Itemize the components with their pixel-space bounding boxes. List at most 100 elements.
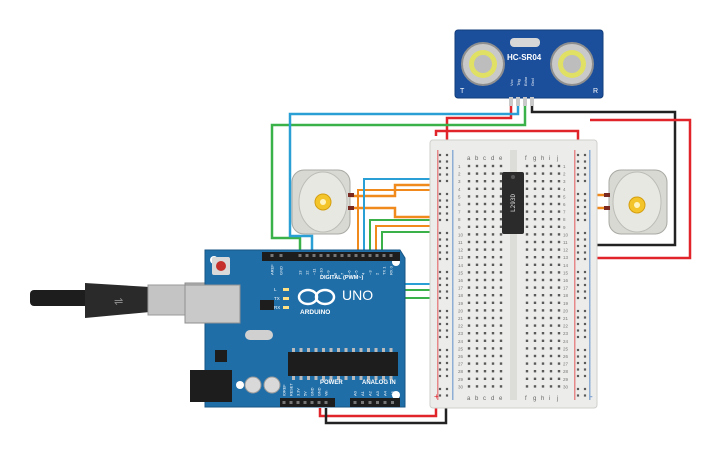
row-number-4: 4 xyxy=(563,187,566,192)
bottom-col-d: d xyxy=(491,396,494,402)
digital-pin-label-3: ~10 xyxy=(319,267,324,275)
row-number-30: 30 xyxy=(563,384,569,389)
row-number-28: 28 xyxy=(563,369,569,374)
digital-pin-label-2: ~11 xyxy=(312,268,317,275)
analog-pin-label-4: A4 xyxy=(383,390,388,396)
digital-pin-12[interactable] xyxy=(382,254,386,257)
tx-label: TX xyxy=(274,296,280,301)
sensor-crystal xyxy=(510,38,540,47)
digital-pin-9[interactable] xyxy=(361,254,365,257)
row-number-19: 19 xyxy=(563,301,569,306)
row-number-10: 10 xyxy=(458,232,464,237)
top-col-d: d xyxy=(491,156,494,162)
wire-sensor-vcc[interactable] xyxy=(445,105,513,140)
wire-power-gnd[interactable] xyxy=(324,395,448,425)
breadboard-row-numbers-left: 1234567891011121314151617181920212223242… xyxy=(458,164,464,389)
power-pin-1[interactable] xyxy=(289,401,293,404)
row-number-19: 19 xyxy=(458,301,464,306)
aref-pin[interactable] xyxy=(270,254,274,257)
analog-pin-2[interactable] xyxy=(368,401,372,404)
analog-pin-4[interactable] xyxy=(383,401,387,404)
digital-pin-10[interactable] xyxy=(368,254,372,257)
top-col-e: e xyxy=(499,156,503,162)
aref-label: AREF xyxy=(270,264,275,275)
digital-pin-11[interactable] xyxy=(375,254,379,257)
digital-pin-5[interactable] xyxy=(333,254,337,257)
power-pin-6[interactable] xyxy=(324,401,328,404)
analog-pin-3[interactable] xyxy=(376,401,379,404)
analog-pin-label-3: A3 xyxy=(375,390,380,396)
digital-pin-label-6: 7 xyxy=(340,272,345,275)
row-number-2: 2 xyxy=(563,172,566,177)
row-number-18: 18 xyxy=(458,293,464,298)
row-number-22: 22 xyxy=(563,324,569,329)
row-number-16: 16 xyxy=(458,278,464,283)
driver-chip[interactable]: L293D xyxy=(502,172,524,234)
wire-red-right[interactable] xyxy=(590,118,692,260)
rail-plus-top: + xyxy=(434,392,439,401)
analog-pin-1[interactable] xyxy=(361,401,364,404)
digital-pin-6[interactable] xyxy=(340,254,344,257)
digital-pin-2[interactable] xyxy=(312,254,316,257)
row-number-18: 18 xyxy=(563,293,569,298)
digital-pin-0[interactable] xyxy=(298,254,302,257)
arduino-uno[interactable]: ARDUINO UNO DIGITAL (PWM~) POWER ANALOG … xyxy=(184,249,406,408)
power-pin-label-4: GND xyxy=(311,387,315,396)
row-number-13: 13 xyxy=(458,255,464,260)
row-number-27: 27 xyxy=(458,362,464,367)
power-jack[interactable] xyxy=(190,370,232,402)
digital-pin-3[interactable] xyxy=(319,254,323,257)
row-number-14: 14 xyxy=(563,263,569,268)
gnd-pin[interactable] xyxy=(279,254,283,257)
motor-right[interactable] xyxy=(604,169,668,235)
sensor-model: HC-SR04 xyxy=(507,53,542,62)
power-pin-0[interactable] xyxy=(282,401,286,404)
digital-pin-7[interactable] xyxy=(347,254,351,257)
power-pin-label-5: GND xyxy=(318,387,322,396)
top-col-f: f xyxy=(525,156,527,162)
motor-left[interactable] xyxy=(291,169,354,235)
ultrasonic-sensor[interactable]: HC-SR04 T R Vcc Trig Echo Gnd xyxy=(454,29,604,106)
chip-label: L293D xyxy=(510,194,517,212)
arduino-logo-icon xyxy=(297,288,336,306)
analog-header xyxy=(350,398,400,407)
digital-pin-label-5: 8 xyxy=(333,272,338,275)
digital-pin-8[interactable] xyxy=(354,254,358,257)
gnd-label: GND xyxy=(279,266,284,275)
bottom-col-b: b xyxy=(475,396,479,402)
digital-pin-label-4: ~9 xyxy=(326,270,331,275)
analog-pin-5[interactable] xyxy=(391,401,394,404)
rx-label: RX xyxy=(274,305,280,310)
analog-label: ANALOG IN xyxy=(362,380,396,386)
wire-sensor-echo[interactable] xyxy=(270,105,527,255)
row-number-8: 8 xyxy=(458,217,461,222)
power-pin-label-3: 5V xyxy=(304,391,308,396)
digital-pin-4[interactable] xyxy=(326,254,330,257)
row-number-11: 11 xyxy=(458,240,463,245)
row-number-2: 2 xyxy=(458,172,461,177)
row-number-24: 24 xyxy=(458,339,464,344)
row-number-26: 26 xyxy=(458,354,464,359)
wire-sensor-gnd[interactable] xyxy=(530,105,677,247)
digital-label: DIGITAL (PWM~) xyxy=(320,275,364,281)
digital-pin-1[interactable] xyxy=(305,254,309,257)
analog-pin-label-0: A0 xyxy=(353,390,358,396)
bottom-col-f: f xyxy=(525,396,527,402)
analog-pin-0[interactable] xyxy=(353,401,357,404)
digital-pin-13[interactable] xyxy=(389,254,393,257)
bottom-col-g: g xyxy=(533,396,536,402)
power-pin-4[interactable] xyxy=(310,401,314,404)
sensor-pin-vcc: Vcc xyxy=(509,79,514,86)
wire-sensor-trig[interactable] xyxy=(288,105,520,255)
top-col-a: a xyxy=(467,156,471,162)
row-number-5: 5 xyxy=(458,194,461,199)
power-pin-2[interactable] xyxy=(296,401,300,404)
row-number-23: 23 xyxy=(458,331,464,336)
row-number-6: 6 xyxy=(563,202,566,207)
power-pin-3[interactable] xyxy=(303,401,307,404)
power-pin-5[interactable] xyxy=(317,401,321,404)
